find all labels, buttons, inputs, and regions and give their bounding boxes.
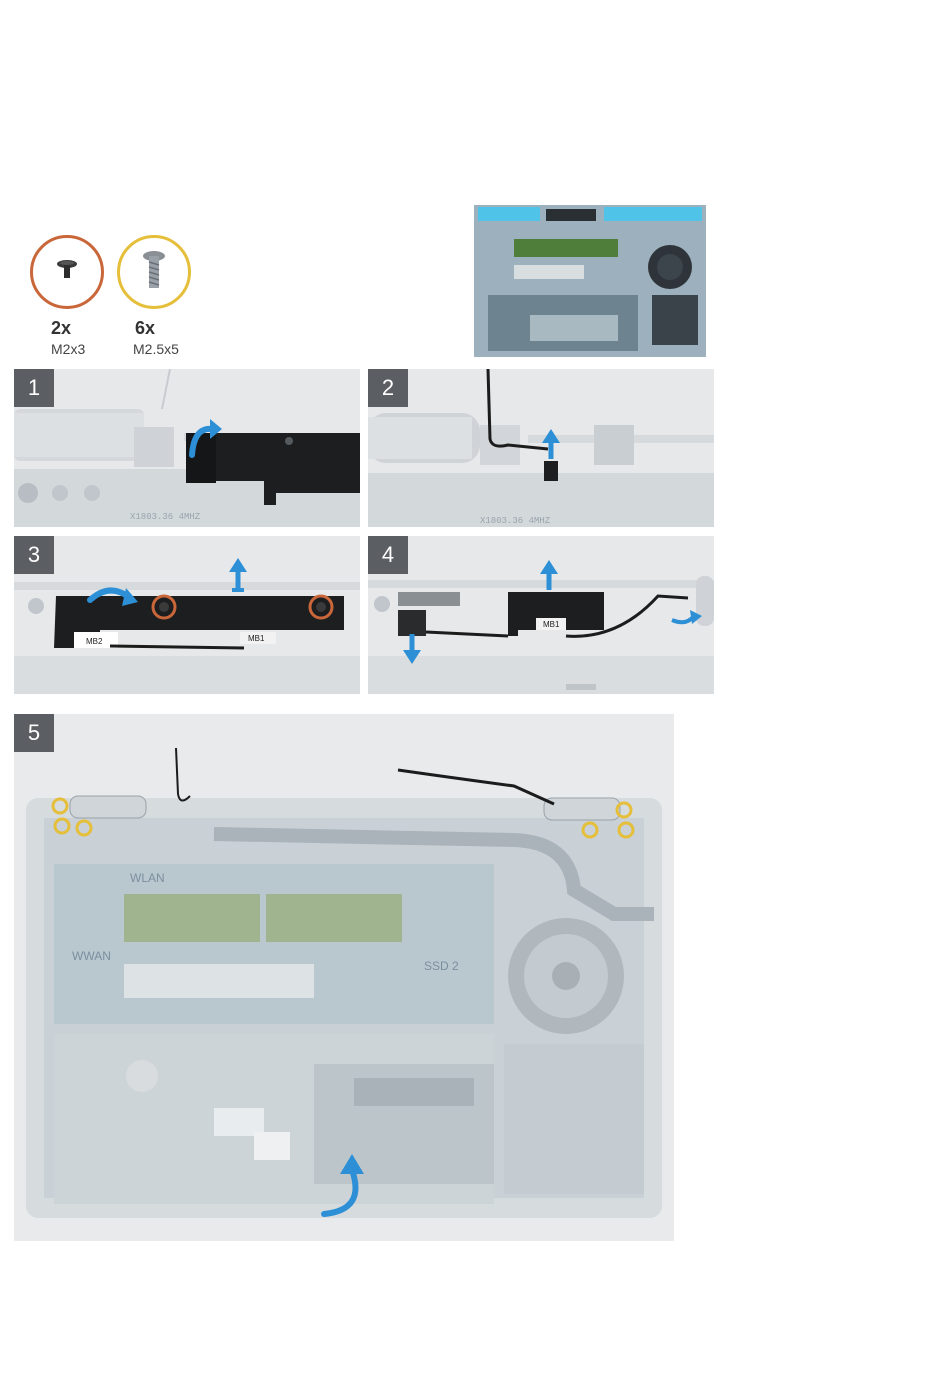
step-number: 4	[368, 536, 408, 574]
board-code-label: X1803.36 4MHZ	[480, 516, 551, 526]
board-code-label: X1803.36 4MHZ	[130, 512, 201, 522]
screw-qty: 6x	[135, 318, 155, 339]
step-number: 1	[14, 369, 54, 407]
step-5-panel: 5 WLAN WWAN SSD 2	[14, 714, 674, 1241]
mb1-label: MB1	[248, 634, 265, 643]
screw-m2x3-callout	[30, 235, 104, 309]
ssd-label: SSD 2	[424, 959, 459, 973]
step-2-panel: 2 X1803.36 4MHZ	[368, 369, 714, 527]
overview-thumbnail	[474, 205, 706, 357]
mb2-label: MB2	[86, 637, 103, 646]
step-3-panel: 3 MB2 MB1	[14, 536, 360, 694]
screw-m2-5x5-callout	[117, 235, 191, 309]
wwan-label: WWAN	[72, 949, 111, 963]
screw-size: M2x3	[51, 341, 85, 357]
step-number: 5	[14, 714, 54, 752]
screw-size: M2.5x5	[133, 341, 179, 357]
wlan-label: WLAN	[130, 871, 165, 885]
step-number: 2	[368, 369, 408, 407]
screw-m2x3-icon	[33, 238, 101, 306]
step-4-panel: 4 MB1	[368, 536, 714, 694]
mb1-label: MB1	[543, 620, 560, 629]
screw-qty: 2x	[51, 318, 71, 339]
step-number: 3	[14, 536, 54, 574]
step-1-panel: 1 X1803.36 4MHZ	[14, 369, 360, 527]
screw-m2-5x5-icon	[120, 238, 188, 306]
